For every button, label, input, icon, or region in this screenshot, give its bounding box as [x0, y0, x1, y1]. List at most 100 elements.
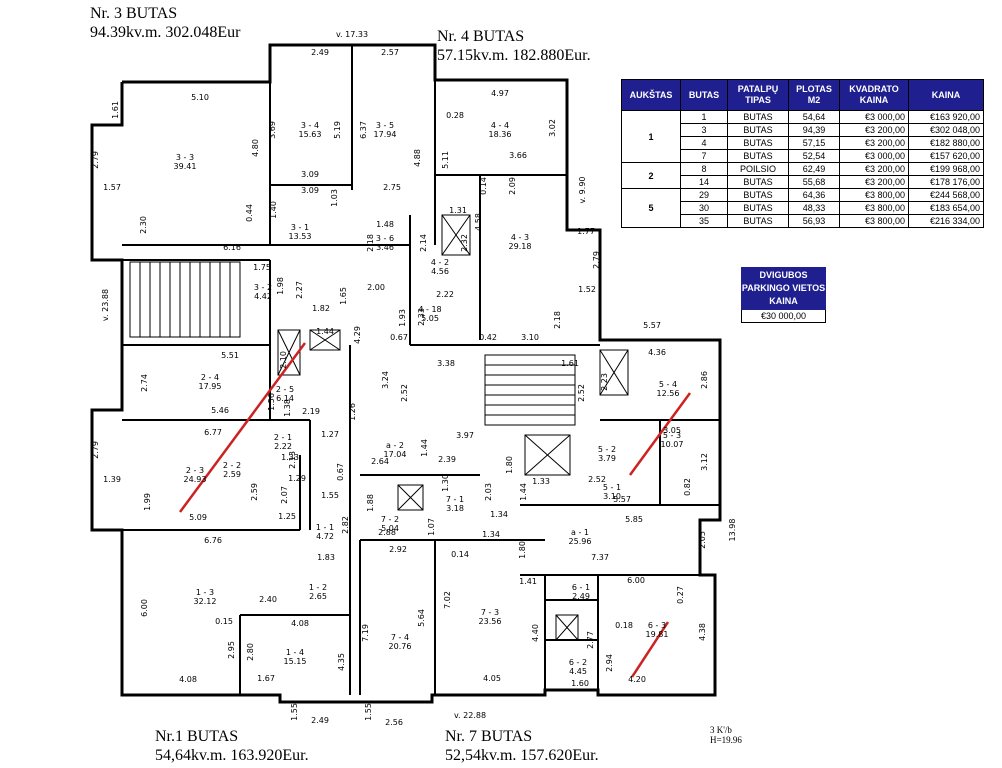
dimension-label: 5.10	[191, 93, 209, 102]
dimension-label: 2.52	[588, 475, 606, 484]
shaft-cross	[397, 484, 424, 511]
sold-markers	[178, 342, 692, 678]
room-code: 7 - 4	[391, 633, 409, 642]
table-cell: POILSIO	[727, 162, 789, 176]
dimension-label: 2.52	[577, 384, 586, 402]
shaft	[555, 614, 579, 641]
dimension-label: 5.09	[189, 513, 207, 522]
parking-price: €30 000,00	[741, 310, 826, 323]
room-labels: 3 - 339.413 - 415.633 - 517.944 - 418.36…	[174, 121, 684, 676]
room-area: 23.56	[479, 617, 502, 626]
room-code: 3 - 6	[376, 234, 394, 243]
shaft	[397, 484, 424, 511]
dimension-label: 1.44	[316, 327, 334, 336]
dimension-label: 2.79	[91, 441, 100, 459]
price-header-cell: KVADRATO KAINA	[839, 79, 909, 111]
room-area: 20.76	[389, 642, 412, 651]
dimension-label: 0.14	[479, 177, 488, 195]
apartment-4-label: Nr. 4 BUTAS 57.15kv.m. 182.880Eur.	[437, 27, 591, 65]
dimension-label: 7.19	[361, 624, 370, 642]
dimension-label: 1.80	[518, 541, 527, 559]
room-area: 17.04	[384, 450, 407, 459]
room-area: 17.94	[374, 130, 397, 139]
shaft-cross	[277, 329, 301, 376]
dimension-label: 0.42	[479, 333, 497, 342]
room-code: 2 - 4	[201, 373, 219, 382]
level-label-bottom: v. 22.88	[454, 711, 486, 720]
table-cell: 35	[680, 214, 728, 228]
table-cell: 48,33	[788, 201, 840, 215]
dimension-label: 4.20	[628, 675, 646, 684]
dimension-label: 3.69	[268, 121, 277, 139]
dimension-label: 1.31	[449, 206, 467, 215]
table-cell: 54,64	[788, 110, 840, 124]
dimension-label: 2.82	[341, 516, 350, 534]
dimension-label: 3.09	[301, 186, 319, 195]
dimension-label: 2.14	[419, 234, 428, 252]
table-cell: €3 800,00	[839, 214, 909, 228]
dimension-label: 0.67	[390, 333, 408, 342]
dimension-label: 6.00	[627, 576, 645, 585]
shaft	[599, 349, 629, 396]
shaft-cross	[309, 329, 341, 351]
room-area: 3.10	[603, 492, 621, 501]
table-cell: BUTAS	[727, 214, 789, 228]
room-code: 6 - 2	[569, 658, 587, 667]
dimension-label: 2.09	[508, 177, 517, 195]
price-header-cell: PATALPŲ TIPAS	[727, 79, 789, 111]
dimension-label: 2.39	[438, 455, 456, 464]
dimension-label: 2.32	[460, 234, 469, 252]
table-cell: €163 920,00	[908, 110, 984, 124]
level-label-left: v. 23.88	[101, 289, 110, 321]
price-header-cell: BUTAS	[680, 79, 728, 111]
dimension-label: 6.00	[140, 599, 149, 617]
shaft-cross	[441, 214, 471, 256]
dimension-label: 1.34	[490, 510, 508, 519]
dimension-label: 1.99	[143, 493, 152, 511]
room-code: 3 - 2	[254, 283, 272, 292]
dimension-label: 1.61	[561, 359, 579, 368]
dimension-label: 5.51	[221, 351, 239, 360]
dimension-label: 2.40	[259, 595, 277, 604]
dimension-label: 2.05	[698, 531, 707, 549]
room-code: 4 - 3	[511, 233, 529, 242]
table-cell: €3 800,00	[839, 188, 909, 202]
room-area: 2.65	[309, 592, 327, 601]
dimension-label: 2.33	[417, 308, 426, 326]
dimension-label: 2.18	[553, 311, 562, 329]
room-code: 5 - 4	[659, 380, 677, 389]
dimension-label: 4.08	[179, 675, 197, 684]
price-header-cell: KAINA	[908, 79, 984, 111]
dimension-label: 5.85	[625, 515, 643, 524]
apartment-7-title: Nr. 7 BUTAS	[445, 728, 533, 745]
room-area: 4.42	[254, 292, 272, 301]
dimension-label: 0.15	[215, 617, 233, 626]
dimension-label: 4.58	[474, 213, 483, 231]
dimension-label: 1.93	[398, 309, 407, 327]
dimension-label: 3.09	[301, 170, 319, 179]
table-cell: 30	[680, 201, 728, 215]
room-area: 5.05	[421, 314, 439, 323]
room-code: 3 - 4	[301, 121, 319, 130]
apartment-7-details: 52,54kv.m. 157.620Eur.	[445, 747, 599, 764]
dimension-label: 1.48	[376, 220, 394, 229]
table-cell: €3 000,00	[839, 149, 909, 163]
dimension-label: 1.33	[281, 453, 299, 462]
dimension-label: 5.46	[211, 406, 229, 415]
table-cell: €302 048,00	[908, 123, 984, 137]
table-cell: 8	[680, 162, 728, 176]
dimension-label: 1.25	[278, 512, 296, 521]
room-code: 3 - 1	[291, 223, 309, 232]
room-area: 5.04	[381, 524, 399, 533]
room-area: 6.14	[276, 394, 294, 403]
room-code: 1 - 2	[309, 583, 327, 592]
apartment-3-title: Nr. 3 BUTAS	[90, 5, 178, 22]
room-area: 3.18	[446, 504, 464, 513]
parking-price-box: DVIGUBOS PARKINGO VIETOS KAINA €30 000,0…	[741, 267, 826, 323]
shaft	[277, 329, 301, 376]
apartment-1-details: 54,64kv.m. 163.920Eur.	[155, 747, 309, 764]
table-cell: BUTAS	[727, 123, 789, 137]
